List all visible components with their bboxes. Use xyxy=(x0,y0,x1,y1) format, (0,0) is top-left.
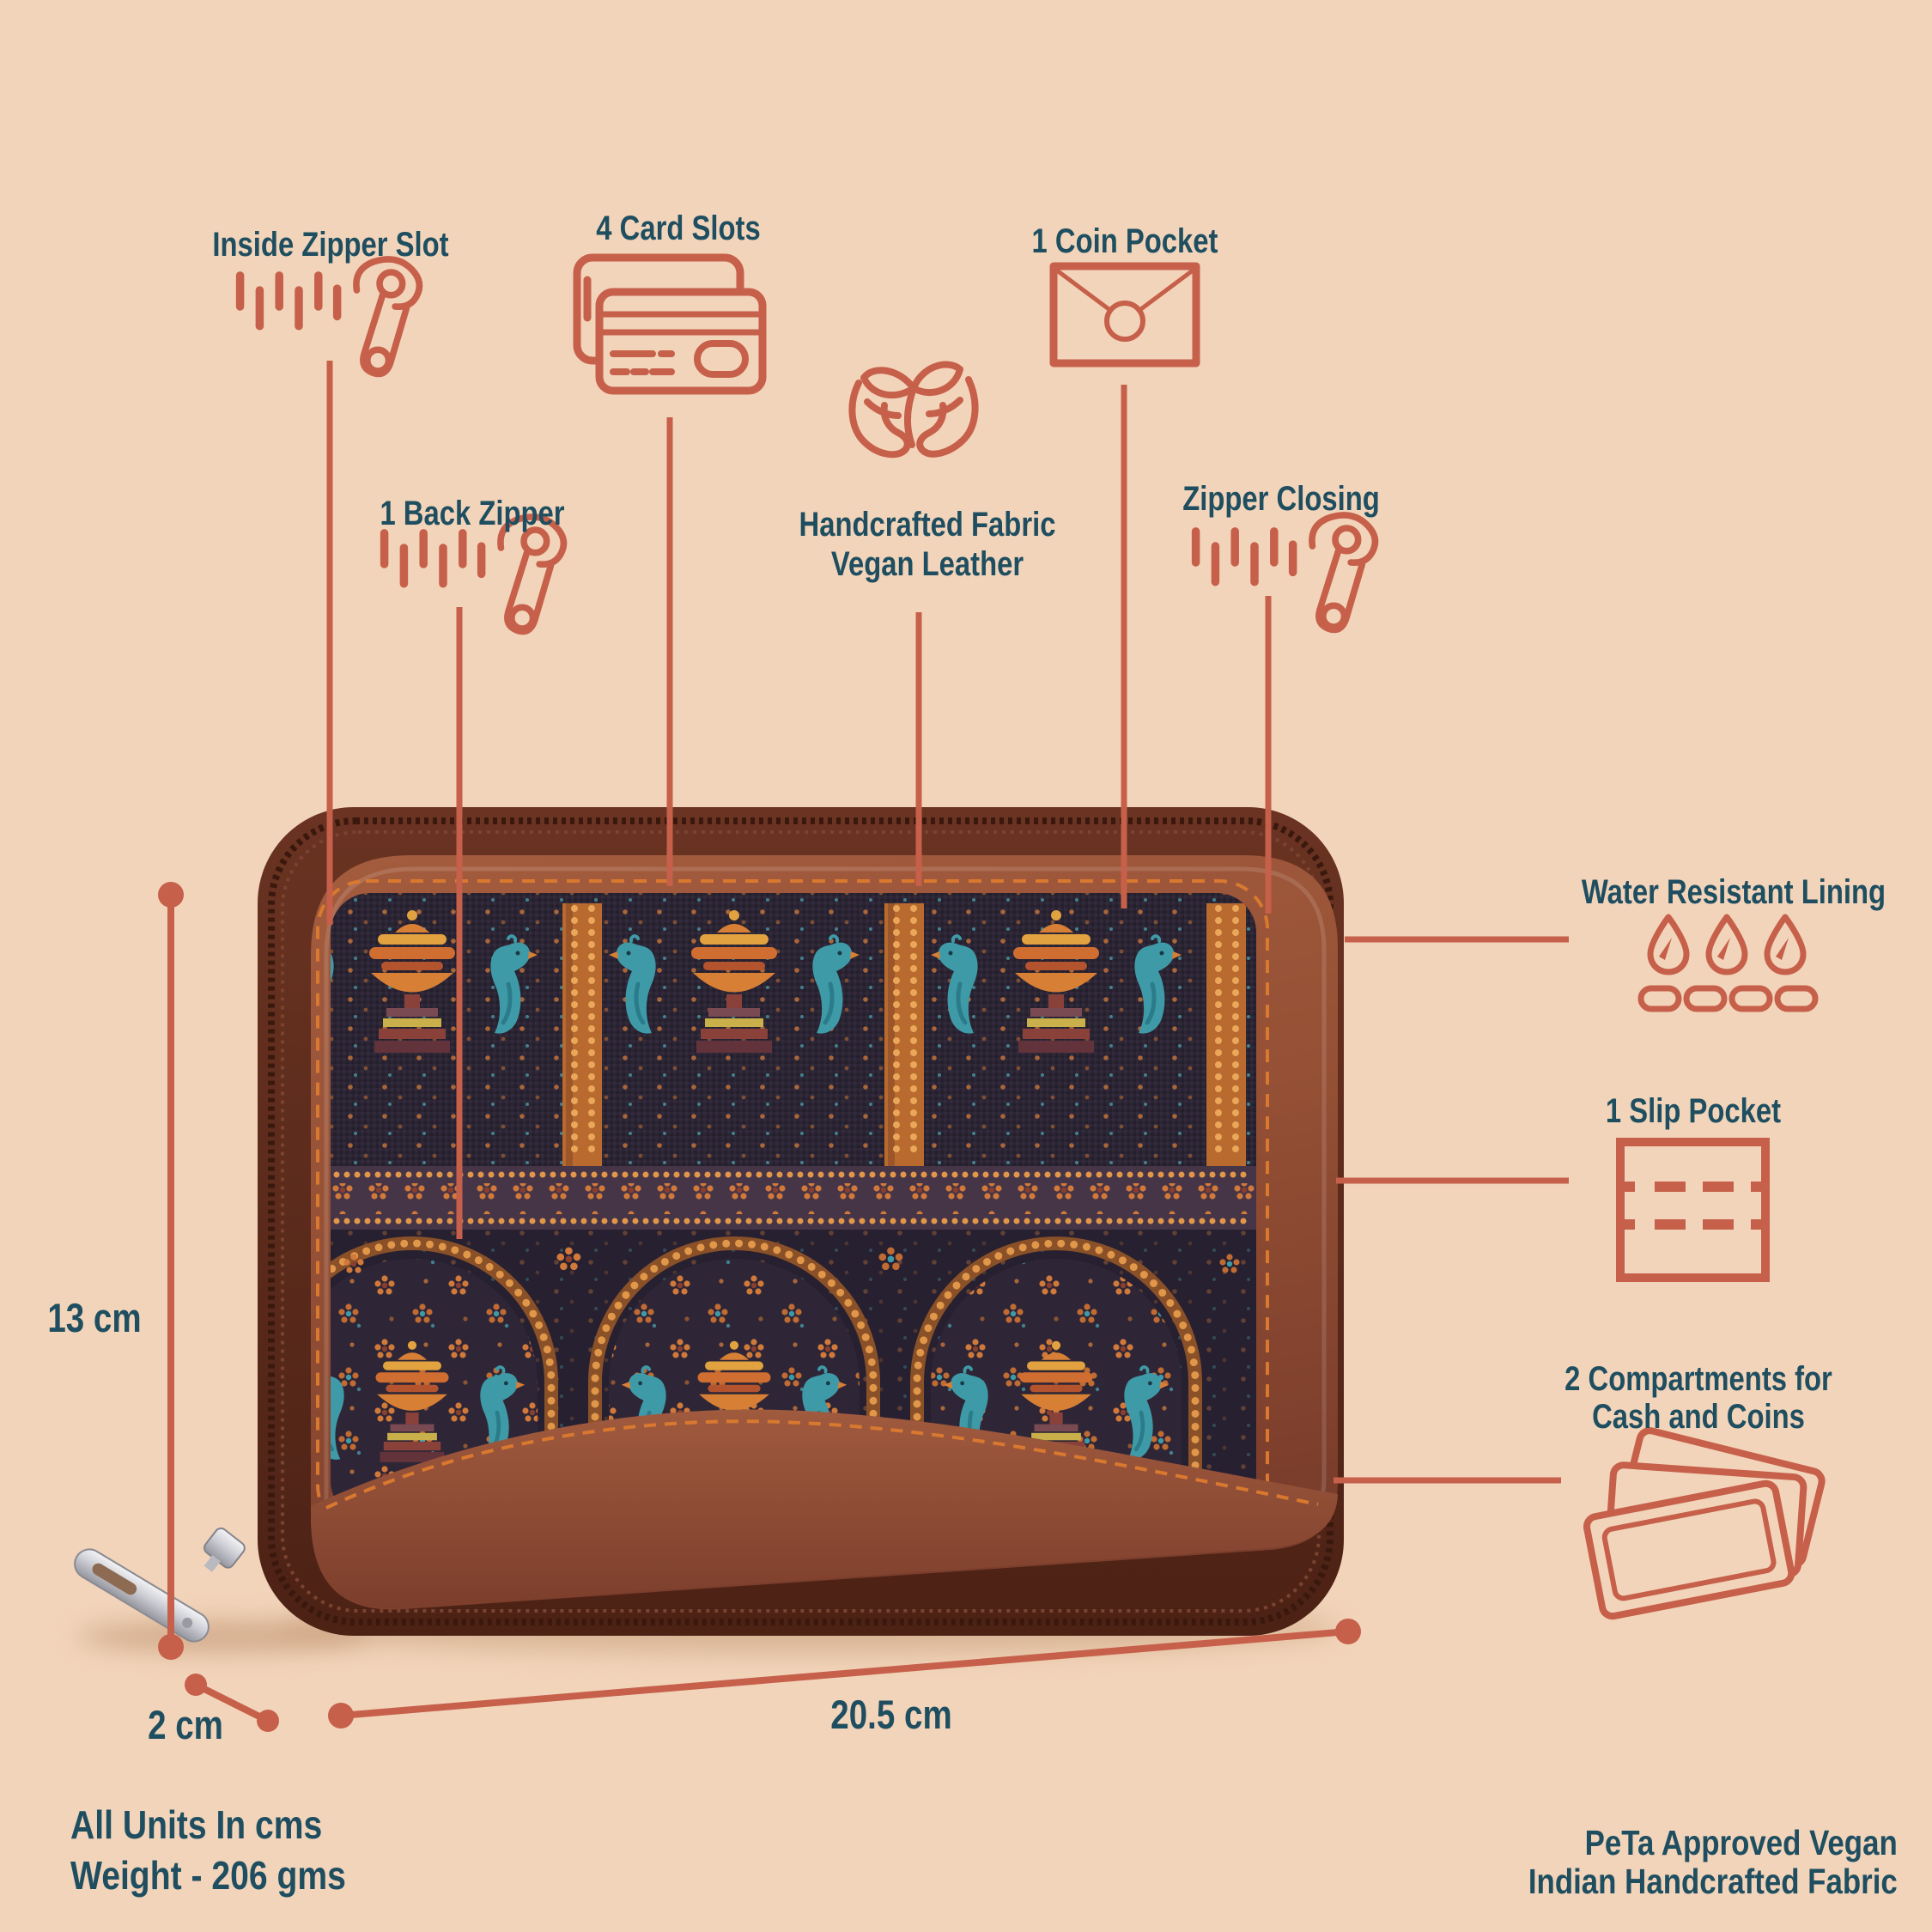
dimension-lines xyxy=(158,882,1361,1732)
label-slip-pocket: 1 Slip Pocket xyxy=(1605,1092,1782,1130)
label-card-slots: 4 Card Slots xyxy=(596,210,761,247)
dimension-line-depth xyxy=(185,1674,279,1732)
label-dimension-height: 13 cm xyxy=(47,1295,142,1340)
slip-pocket-icon xyxy=(1616,1138,1770,1282)
dimension-line-width xyxy=(328,1619,1361,1728)
label-inside-zipper-slot: Inside Zipper Slot xyxy=(212,226,449,264)
label-compartments-line1: 2 Compartments for xyxy=(1564,1360,1832,1398)
hands-leaf-icon xyxy=(848,361,979,459)
zipper-icon xyxy=(240,259,420,374)
label-compartments-line2: Cash and Coins xyxy=(1592,1398,1805,1436)
label-dimension-depth: 2 cm xyxy=(148,1702,223,1747)
label-handcrafted-line1: Handcrafted Fabric xyxy=(799,506,1056,544)
label-back-zipper: 1 Back Zipper xyxy=(380,495,565,532)
feature-icons xyxy=(240,253,1826,1620)
footer-peta-vegan: PeTa Approved Vegan xyxy=(1584,1823,1898,1862)
footer-right: PeTa Approved Vegan Indian Handcrafted F… xyxy=(1528,1824,1898,1901)
label-dimension-width: 20.5 cm xyxy=(830,1692,952,1737)
zipper-icon-back xyxy=(385,517,564,632)
dimension-line-height xyxy=(158,882,184,1660)
label-compartments: 2 Compartments for Cash and Coins xyxy=(1522,1360,1874,1436)
water-drops-icon xyxy=(1637,917,1819,1012)
envelope-coin-icon xyxy=(1049,262,1200,368)
credit-cards-icon xyxy=(573,253,767,395)
footer-units-note: All Units In cms xyxy=(70,1802,323,1847)
banknotes-icon xyxy=(1583,1427,1826,1620)
footer-weight: Weight - 206 gms xyxy=(70,1853,346,1898)
footer-handcrafted-fabric: Indian Handcrafted Fabric xyxy=(1528,1862,1898,1901)
footer-left: All Units In cms Weight - 206 gms xyxy=(70,1800,346,1901)
wallet-photo xyxy=(74,807,1344,1654)
label-water-resistant: Water Resistant Lining xyxy=(1581,873,1886,911)
label-zipper-closing: Zipper Closing xyxy=(1182,480,1380,518)
zipper-icon-closing xyxy=(1196,515,1376,630)
callout-lines xyxy=(326,361,1569,1484)
label-handcrafted: Handcrafted Fabric Vegan Leather xyxy=(751,505,1103,584)
label-handcrafted-line2: Vegan Leather xyxy=(830,545,1024,583)
label-coin-pocket: 1 Coin Pocket xyxy=(1031,222,1218,260)
zipper-pull xyxy=(74,1527,246,1643)
